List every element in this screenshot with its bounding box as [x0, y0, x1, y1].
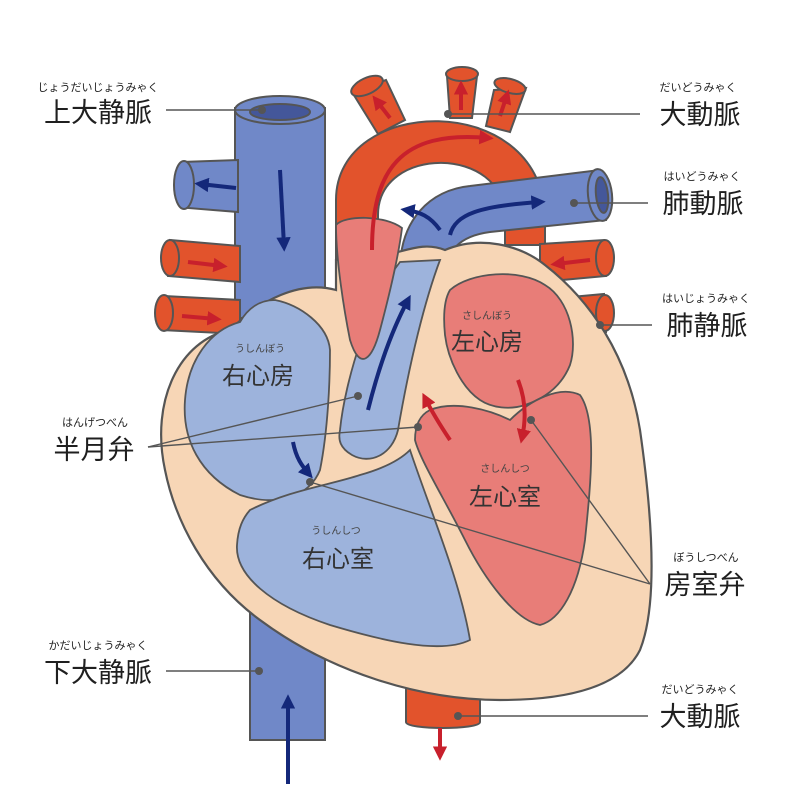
right-atrium-ruby: うしんぼう — [235, 343, 285, 355]
inferior-vena-cava-ruby: かだいじょうみゃく — [49, 639, 148, 652]
pulmonary-artery-arrows — [400, 195, 546, 236]
right-ventricle-ruby: うしんしつ — [311, 525, 360, 537]
superior-vena-cava-label: 上大静脈 — [44, 98, 152, 129]
aorta-branch-arrows — [372, 80, 512, 120]
superior-vena-cava — [173, 95, 326, 319]
aorta-bottom-label: 大動脈 — [660, 702, 741, 733]
left-ventricle-ruby: さしんしつ — [480, 463, 529, 475]
pulmonary-artery-label: 肺動脈 — [663, 189, 744, 220]
left-ventricle — [414, 390, 593, 626]
blood-flow-arrows — [194, 130, 531, 784]
ascending-aorta — [335, 216, 403, 360]
left-atrium-ruby: さしんぼう — [462, 310, 512, 322]
leader-lines — [147, 106, 652, 720]
av-valve-ruby: ぼうしつべん — [673, 551, 738, 564]
superior-vena-cava-ruby: じょうだいじょうみゃく — [38, 81, 159, 94]
aorta-branches — [350, 66, 528, 136]
semilunar-valve-ruby: はんげつべん — [62, 416, 128, 429]
right-ventricle — [236, 448, 471, 648]
pulmonary-vein-label: 肺静脈 — [667, 311, 748, 342]
right-ventricle-label: 右心室 — [302, 545, 374, 573]
inferior-vena-cava-label: 下大静脈 — [44, 658, 152, 689]
aorta-top-ruby: だいどうみゃく — [660, 81, 737, 94]
pulmonary-vein-ruby: はいじょうみゃく — [662, 292, 750, 305]
pulmonary-artery-ruby: はいどうみゃく — [664, 170, 741, 183]
av-valve-label: 房室弁 — [665, 570, 746, 601]
aorta-top-label: 大動脈 — [660, 100, 741, 131]
left-ventricle-label: 左心室 — [469, 483, 541, 511]
aorta-bottom-ruby: だいどうみゃく — [662, 683, 739, 696]
right-atrium-label: 右心房 — [222, 362, 294, 390]
semilunar-valve-label: 半月弁 — [54, 435, 135, 466]
left-atrium-label: 左心房 — [451, 328, 523, 356]
